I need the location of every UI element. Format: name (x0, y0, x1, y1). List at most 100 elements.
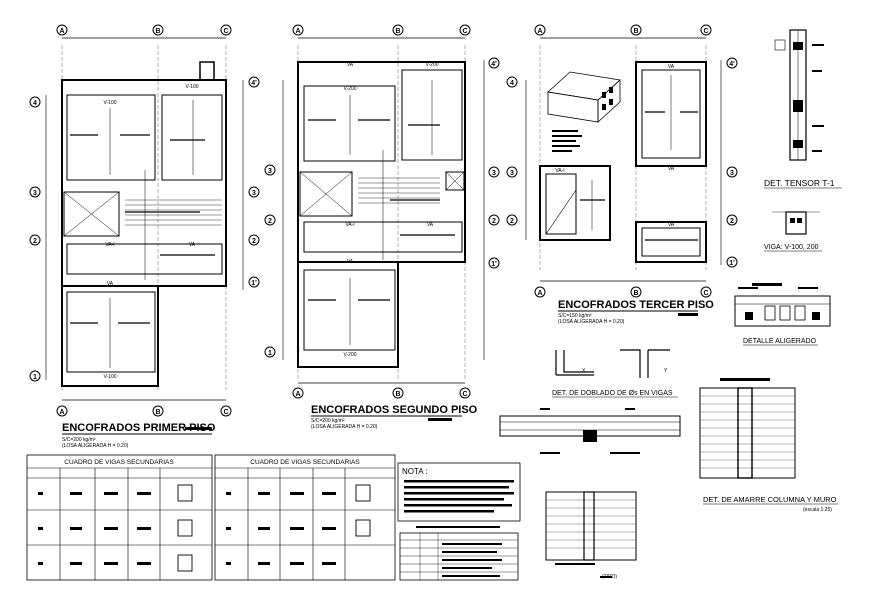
amarre-label: DET. DE AMARRE COLUMNA Y MURO (703, 495, 837, 504)
svg-text:C: C (703, 290, 708, 297)
axis-bubble-c3-top: C (700, 24, 712, 36)
svg-text:2: 2 (730, 218, 734, 225)
plan-2-slab: (LOSA ALIGERADA H = 0.20) (311, 424, 378, 430)
svg-text:X: X (582, 368, 586, 374)
svg-text:VA: VA (347, 259, 354, 265)
svg-text:V-200: V-200 (425, 62, 438, 68)
svg-text:B: B (395, 28, 400, 35)
svg-text:VA-I: VA-I (345, 222, 354, 228)
viga-label: VIGA: V-100, 200 (764, 244, 819, 251)
axis-bubble-4p-right: 4' (248, 76, 260, 88)
svg-text:4: 4 (510, 80, 514, 87)
svg-text:2: 2 (510, 218, 514, 225)
svg-text:C: C (703, 28, 708, 35)
svg-text:2: 2 (33, 238, 37, 245)
svg-text:A: A (295, 28, 300, 35)
svg-text:C: C (462, 28, 467, 35)
axis-bubble-2-left-2: 2 (264, 214, 276, 226)
svg-text:B: B (633, 290, 638, 297)
detail-doblado: X Y DET. DE DOBLADO DE Øs EN VIGAS (552, 349, 678, 398)
nota-box: NOTA : (397, 462, 521, 522)
plan-1-slab: (LOSA ALIGERADA H = 0.20) (62, 443, 129, 449)
svg-text:VA: VA (347, 62, 354, 68)
svg-text:C: C (223, 28, 228, 35)
svg-text:4': 4' (251, 80, 257, 87)
axis-bubble-b-top: B (152, 24, 164, 36)
svg-text:4: 4 (33, 100, 37, 107)
axis-bubble-2-right-3: 2 (726, 214, 738, 226)
axis-bubble-2-right: 2 (248, 234, 260, 246)
plan-2-title: ENCOFRADOS SEGUNDO PISO (311, 404, 478, 416)
axis-bubble-3-left: 3 (29, 186, 41, 198)
amarre-scale: (escala 1:25) (803, 507, 832, 513)
axis-bubble-3-right: 3 (248, 186, 260, 198)
svg-text:VA: VA (668, 222, 675, 228)
svg-text:2: 2 (268, 218, 272, 225)
axis-bubble-c2-bottom: C (459, 387, 471, 399)
table-vigas-1: CUADRO DE VIGAS SECUNDARIAS (26, 454, 213, 581)
svg-text:VA: VA (427, 222, 434, 228)
table-vigas-2: CUADRO DE VIGAS SECUNDARIAS (214, 454, 396, 581)
svg-text:B: B (395, 391, 400, 398)
svg-text:C: C (462, 391, 467, 398)
axis-bubble-4-left-3: 4 (506, 76, 518, 88)
svg-text:A: A (295, 391, 300, 398)
axis-bubble-c3-bottom: C (700, 286, 712, 298)
svg-text:C: C (223, 409, 228, 416)
axis-bubble-1p-right-3: 1' (726, 256, 738, 268)
detail-beam-elevation (499, 408, 681, 454)
axis-bubble-b3-top: B (630, 24, 642, 36)
axis-bubble-3-left-3: 3 (506, 166, 518, 178)
table-2-title: CUADRO DE VIGAS SECUNDARIAS (250, 459, 360, 466)
axis-bubble-b2-bottom: B (392, 387, 404, 399)
svg-text:Y: Y (664, 368, 668, 374)
svg-text:VA-I: VA-I (555, 168, 564, 174)
detail-tensor: DET. TENSOR T-1 (764, 29, 842, 189)
axis-bubble-b2-top: B (392, 24, 404, 36)
axis-bubble-c2-top: C (459, 24, 471, 36)
svg-text:VA-I: VA-I (105, 242, 114, 248)
axis-bubble-a2-top: A (292, 24, 304, 36)
svg-text:VA: VA (668, 166, 675, 172)
axis-bubble-a3-bottom: A (534, 286, 546, 298)
doblado-label: DET. DE DOBLADO DE Øs EN VIGAS (552, 390, 673, 397)
svg-text:A: A (59, 28, 64, 35)
axis-bubble-a-bottom: A (56, 405, 68, 417)
axis-bubble-2-right-2: 2 (488, 214, 500, 226)
svg-text:VA: VA (668, 64, 675, 70)
detail-viga: VIGA: V-100, 200 (764, 211, 822, 252)
svg-text:VA: VA (107, 281, 114, 287)
axis-bubble-b-bottom: B (152, 405, 164, 417)
axis-bubble-2-left-3: 2 (506, 214, 518, 226)
svg-text:3: 3 (730, 170, 734, 177)
plan-2-load: S/C=200 kg/m² (311, 418, 345, 424)
svg-text:4': 4' (491, 61, 497, 68)
detail-aligerado: DETALLE ALIGERADO (734, 283, 831, 346)
axis-bubble-4-left: 4 (29, 96, 41, 108)
plan-1-title: ENCOFRADOS PRIMER PISO (62, 422, 216, 434)
detail-cimiento: (TIPO) (545, 491, 637, 580)
svg-text:V-200: V-200 (343, 352, 356, 358)
svg-text:1': 1' (251, 280, 257, 287)
axis-bubble-1-left: 1 (29, 370, 41, 382)
axis-bubble-c-bottom: C (220, 405, 232, 417)
axis-bubble-3-right-2: 3 (488, 166, 500, 178)
axis-bubble-3-right-3: 3 (726, 166, 738, 178)
axis-bubble-a3-top: A (534, 24, 546, 36)
axis-bubble-b3-bottom: B (630, 286, 642, 298)
axis-bubble-a-top: A (56, 24, 68, 36)
svg-text:V-100: V-100 (185, 84, 198, 90)
plan-segundo-piso: A B C A B C 3 2 1 4' 3 2 1' VA V-200 (264, 24, 500, 430)
plan-3-title: ENCOFRADOS TERCER PISO (558, 299, 714, 311)
svg-text:3: 3 (268, 168, 272, 175)
svg-text:1: 1 (268, 350, 272, 357)
axis-bubble-1-left-2: 1 (264, 346, 276, 358)
svg-text:1': 1' (491, 261, 497, 268)
svg-text:V-100: V-100 (103, 100, 116, 106)
plan-1-load: S/C=200 kg/m² (62, 437, 96, 443)
axis-bubble-1p-right-2: 1' (488, 257, 500, 269)
svg-text:3: 3 (510, 170, 514, 177)
nota-title: NOTA : (402, 467, 428, 476)
svg-text:A: A (59, 409, 64, 416)
